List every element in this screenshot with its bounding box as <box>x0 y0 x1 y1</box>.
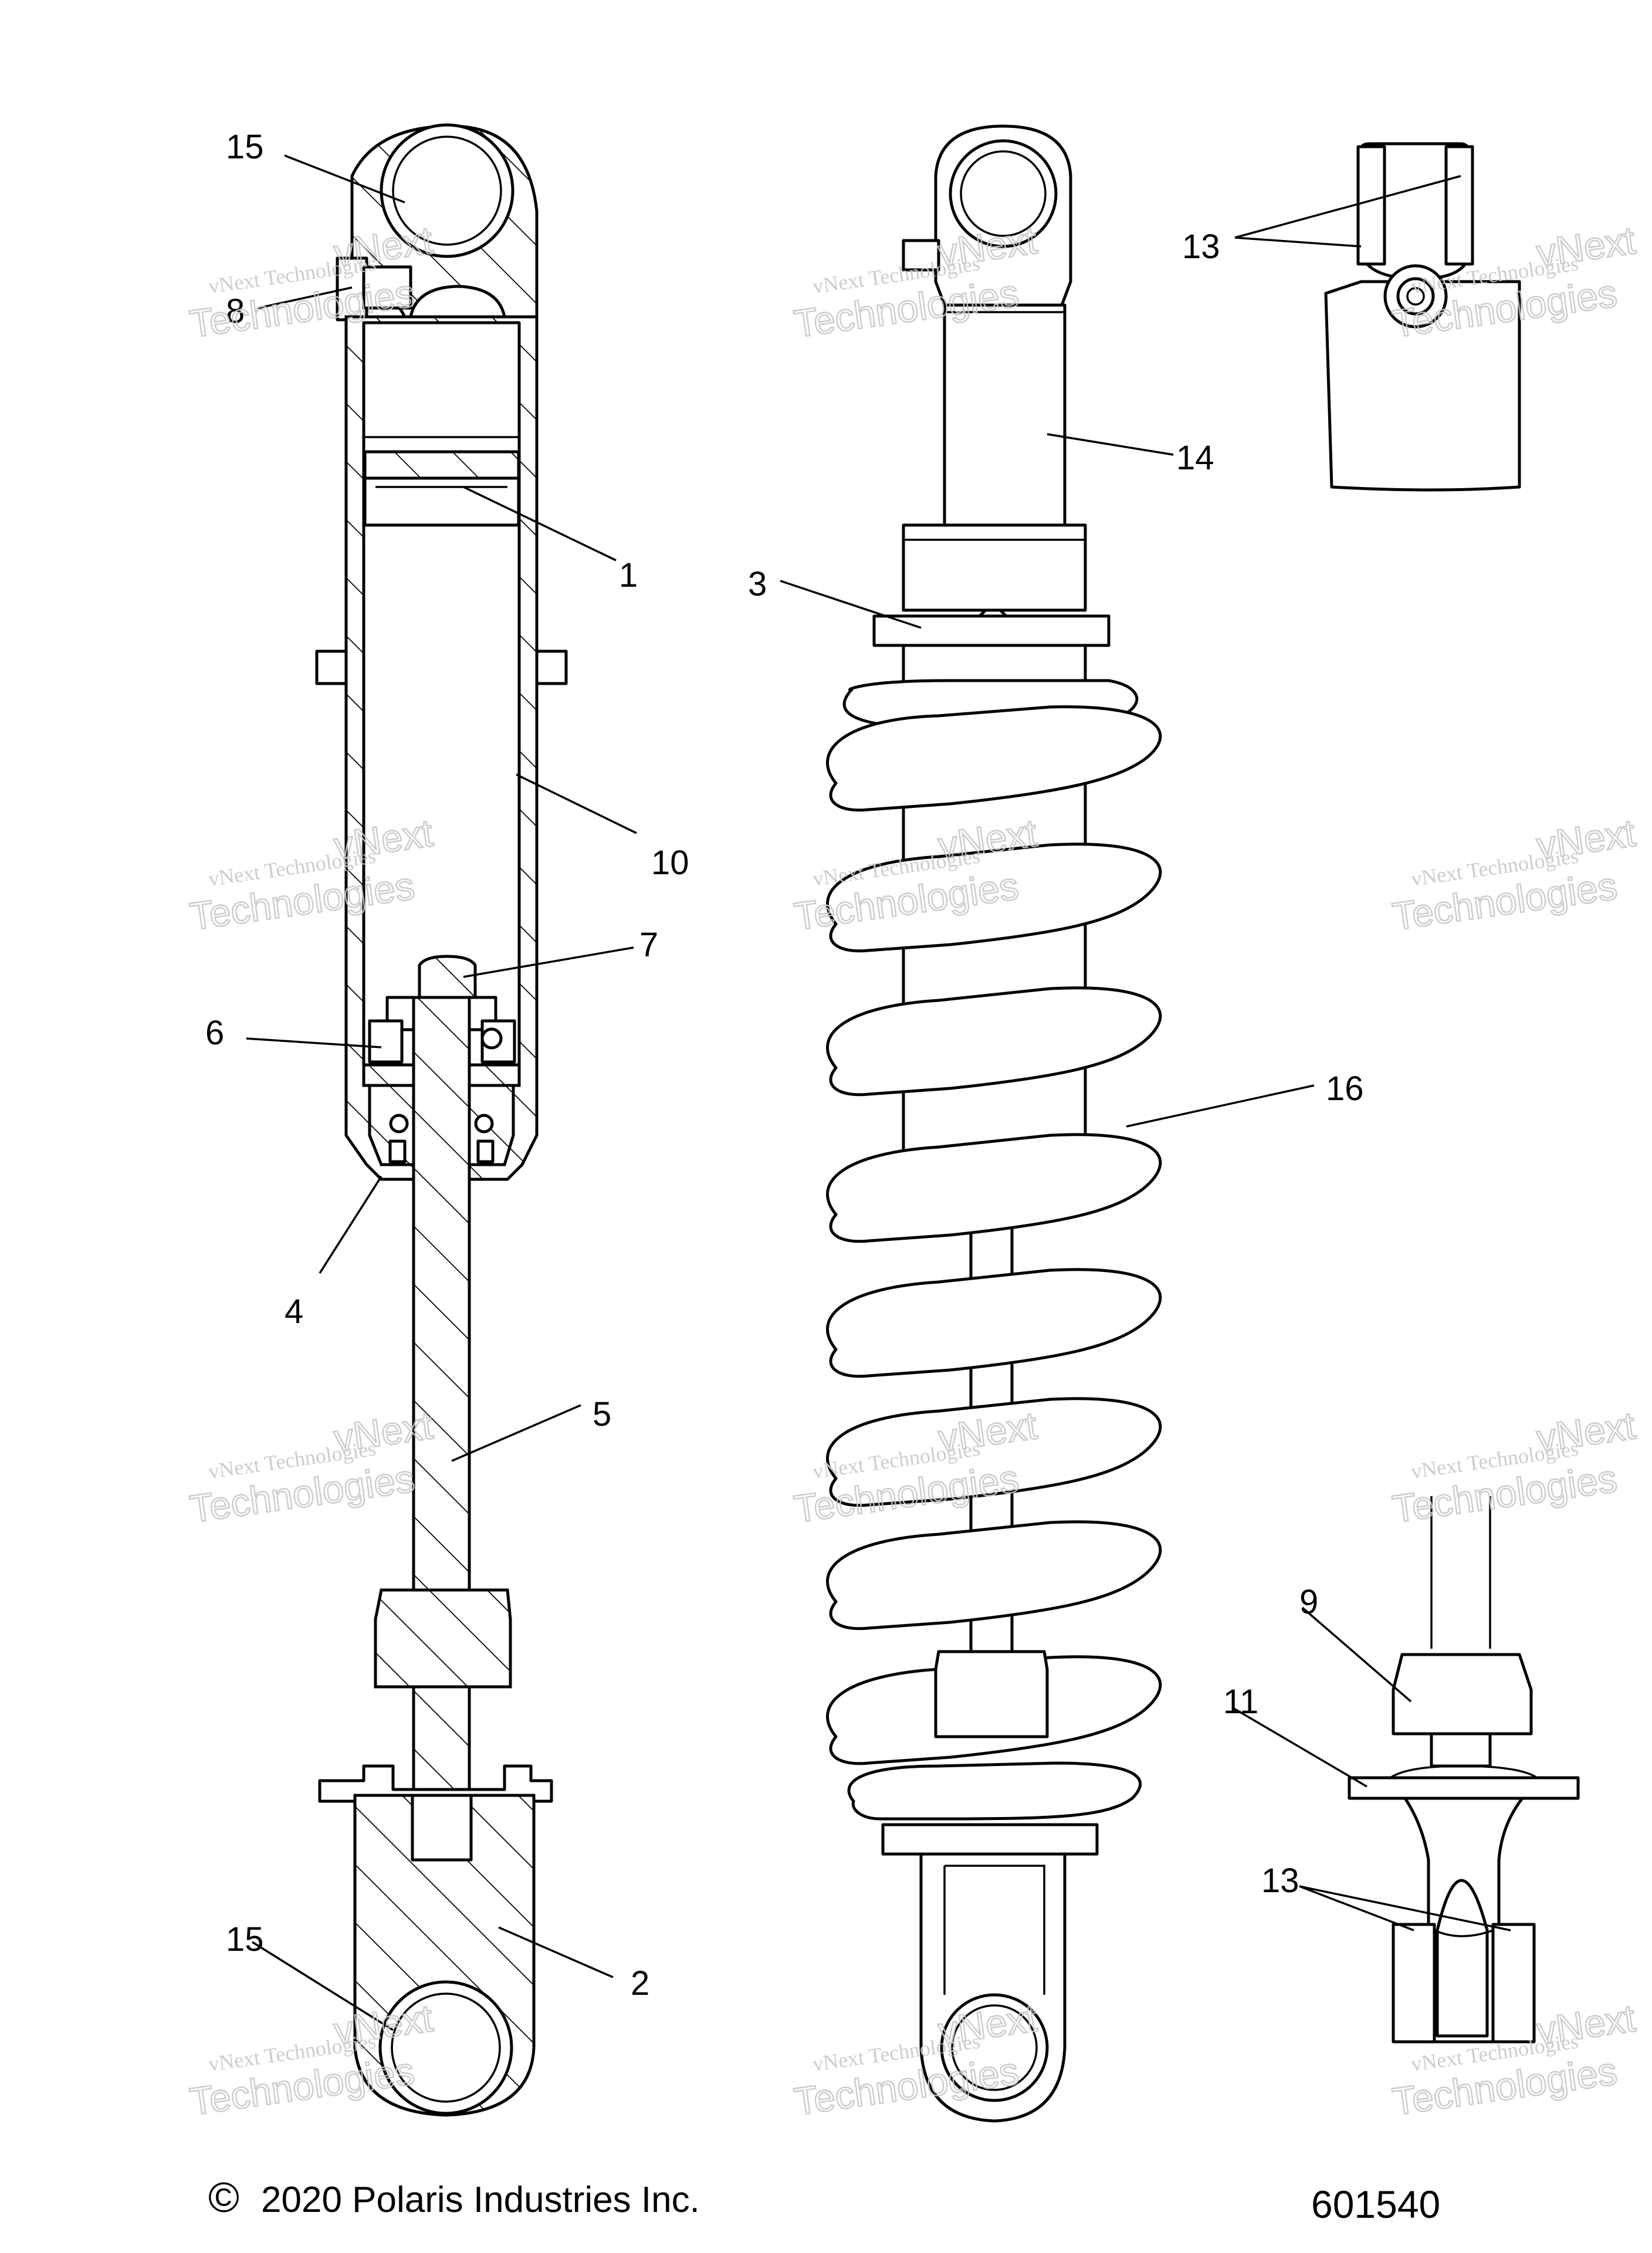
bumper <box>374 1588 512 1689</box>
callout-4: 4 <box>285 1293 303 1331</box>
shaft <box>412 996 471 1859</box>
middle-shock-exterior <box>826 124 1162 2123</box>
mid-body <box>943 303 1067 527</box>
callout-13-bottom: 13 <box>1261 1862 1299 1900</box>
callout-9: 9 <box>1299 1583 1318 1621</box>
callout-6: 6 <box>205 1014 224 1052</box>
leader-lines <box>246 154 1511 2031</box>
footer: © 2020 Polaris Industries Inc. 601540 <box>208 2174 1440 2226</box>
callout-11: 11 <box>1223 1683 1258 1721</box>
copyright-text: 2020 Polaris Industries Inc. <box>261 2180 700 2220</box>
mid-upper-collar <box>872 614 1111 647</box>
callout-16: 16 <box>1326 1070 1364 1108</box>
left-shock-cross-section <box>315 123 568 2117</box>
bottom-right-detail <box>1348 1496 1580 2044</box>
callout-15-bottom: 15 <box>226 1920 264 1958</box>
callout-14: 14 <box>1176 439 1214 477</box>
callout-7: 7 <box>639 926 658 964</box>
figure-number: 601540 <box>1311 2183 1440 2226</box>
svg-text:vNext: vNext <box>1534 1403 1638 1460</box>
lower-spring-retainer <box>318 1764 553 1803</box>
callout-10: 10 <box>651 844 689 882</box>
callout-3-left: 8 <box>226 292 245 330</box>
callout-2: 2 <box>631 1964 649 2002</box>
floating-piston <box>363 450 520 480</box>
callout-15-top: 15 <box>226 128 264 166</box>
svg-text:vNext: vNext <box>1534 218 1638 275</box>
watermark: vNext Technologies Technologies vNext <box>1389 1403 1639 1532</box>
svg-text:vNext: vNext <box>1534 811 1638 868</box>
mid-bottom-bushing <box>940 1993 1049 2102</box>
copyright-symbol: © <box>208 2174 239 2221</box>
watermark: vNext Technologies Technologies vNext <box>1389 810 1639 939</box>
callout-5: 5 <box>593 1395 611 1433</box>
mid-top-bushing <box>949 139 1058 248</box>
top-right-detail <box>1324 142 1521 492</box>
bumper-9 <box>1392 1653 1533 1736</box>
callout-labels: 15 8 1 10 7 6 4 5 2 15 3 14 16 13 9 11 1… <box>205 128 1364 2002</box>
washer-11 <box>1348 1776 1580 1800</box>
svg-text:vNext: vNext <box>1534 1996 1638 2053</box>
left-bottom-bushing <box>378 1980 513 2115</box>
callout-3-mid: 3 <box>748 565 767 603</box>
left-top-bushing <box>380 123 514 258</box>
callout-1: 1 <box>619 556 638 594</box>
watermark: vNext Technologies Technologies vNext <box>187 1403 436 1532</box>
callout-13-top: 13 <box>1182 228 1220 266</box>
